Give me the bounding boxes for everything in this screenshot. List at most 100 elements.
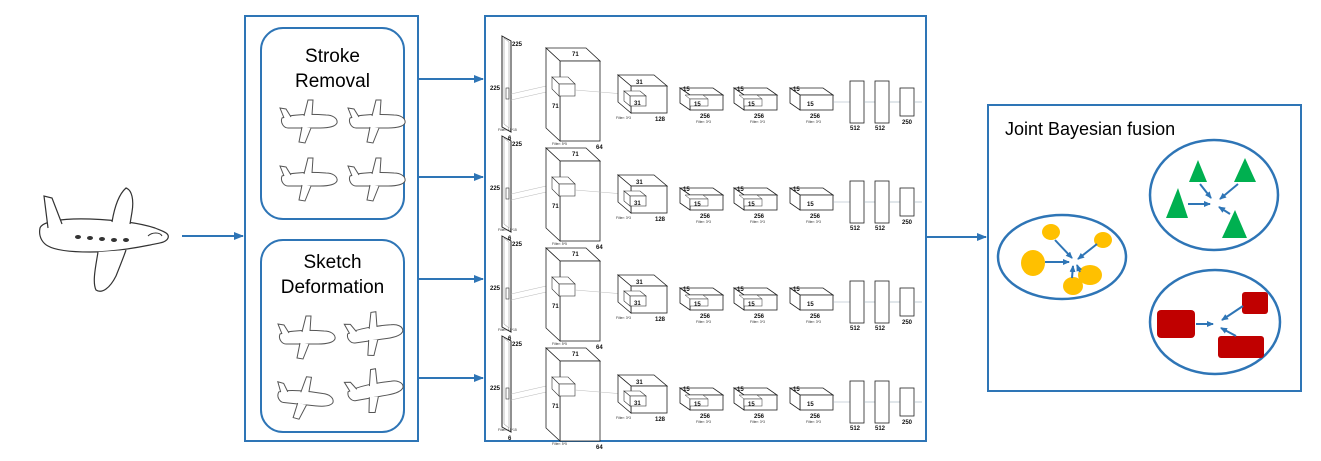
stroke-removal-title-line1: Stroke xyxy=(305,46,360,67)
conv4-size-inner-label: 15 xyxy=(748,202,755,208)
filter-label: Filter: 3*3 xyxy=(616,316,631,320)
conv3-size-inner-label: 15 xyxy=(694,402,701,408)
input-depth-label: 6 xyxy=(508,436,512,442)
input-depth-label: 6 xyxy=(508,236,512,242)
conv1-size-label: 71 xyxy=(572,252,579,258)
conv5-depth-label: 256 xyxy=(810,414,821,420)
conv4-depth-label: 256 xyxy=(754,114,765,120)
filter-label: Filter: 3*3 xyxy=(806,220,821,224)
cnn-row-1: 225 225 6 Filter: 15*15 71 71 64 Filter:… xyxy=(490,35,922,151)
conv2-depth-label: 128 xyxy=(655,217,666,223)
filter-label: Filter: 3*3 xyxy=(806,120,821,124)
conv4-depth-label: 256 xyxy=(754,414,765,420)
yellow-cluster-points xyxy=(1021,224,1112,295)
conv1-size-side-label: 71 xyxy=(552,204,559,210)
cnn-row-graphic: 225 225 6 Filter: 15*15 71 71 64 Filter:… xyxy=(490,35,922,151)
filter-label: Filter: 15*15 xyxy=(498,128,517,132)
filter-label: Filter: 3*3 xyxy=(696,420,711,424)
filter-label: Filter: 3*3 xyxy=(696,220,711,224)
conv5-size-inner-label: 15 xyxy=(807,102,814,108)
filter-label: Filter: 5*5 xyxy=(552,142,567,146)
fc7-label: 512 xyxy=(875,426,886,432)
conv3-depth-label: 256 xyxy=(700,314,711,320)
conv4-size-inner-label: 15 xyxy=(748,402,755,408)
conv5-depth-label: 256 xyxy=(810,314,821,320)
conv2-size-inner-label: 31 xyxy=(634,201,641,207)
sketch-deformation-title: Sketch Deformation xyxy=(261,250,404,300)
conv5-size-inner-label: 15 xyxy=(807,302,814,308)
filter-label: Filter: 15*15 xyxy=(498,228,517,232)
conv2-depth-label: 128 xyxy=(655,417,666,423)
input-size-side-label: 225 xyxy=(490,86,501,92)
filter-label: Filter: 3*3 xyxy=(696,120,711,124)
input-depth-label: 6 xyxy=(508,336,512,342)
fusion-title: Joint Bayesian fusion xyxy=(1005,119,1176,139)
conv4-size-inner-label: 15 xyxy=(748,302,755,308)
cnn-row-graphic: 225 225 6 Filter: 15*15 71 71 64 Filter:… xyxy=(490,335,922,451)
input-sketch-airplane xyxy=(39,187,169,292)
green-cluster-points xyxy=(1166,158,1256,238)
conv2-size-label: 31 xyxy=(636,280,643,286)
filter-label: Filter: 3*3 xyxy=(696,320,711,324)
conv5-size-inner-label: 15 xyxy=(807,202,814,208)
sketch-deformation-title-line1: Sketch xyxy=(303,252,362,273)
input-size-label: 225 xyxy=(512,342,523,348)
conv1-size-side-label: 71 xyxy=(552,404,559,410)
filter-label: Filter: 3*3 xyxy=(616,416,631,420)
filter-label: Filter: 3*3 xyxy=(616,116,631,120)
input-size-side-label: 225 xyxy=(490,286,501,292)
filter-label: Filter: 3*3 xyxy=(750,320,765,324)
filter-label: Filter: 3*3 xyxy=(750,120,765,124)
conv4-size-label: 15 xyxy=(737,387,744,393)
fc6-label: 512 xyxy=(850,126,861,132)
conv2-size-inner-label: 31 xyxy=(634,301,641,307)
conv5-depth-label: 256 xyxy=(810,214,821,220)
conv3-size-label: 15 xyxy=(683,387,690,393)
fc7-label: 512 xyxy=(875,326,886,332)
cnn-row-2: 225 225 6 Filter: 15*15 71 71 64 Filter:… xyxy=(490,135,922,251)
input-size-label: 225 xyxy=(512,142,523,148)
filter-label: Filter: 3*3 xyxy=(616,216,631,220)
red-cluster-points xyxy=(1157,292,1268,358)
input-depth-label: 6 xyxy=(508,136,512,142)
conv3-size-label: 15 xyxy=(683,287,690,293)
sketch-deformation-title-line2: Deformation xyxy=(280,277,385,298)
fc8-label: 250 xyxy=(902,120,913,126)
conv5-size-label: 15 xyxy=(793,187,800,193)
filter-label: Filter: 3*3 xyxy=(750,420,765,424)
cnn-row-3: 225 225 6 Filter: 15*15 71 71 64 Filter:… xyxy=(490,235,922,351)
conv3-size-label: 15 xyxy=(683,187,690,193)
filter-label: Filter: 5*5 xyxy=(552,442,567,446)
conv1-depth-label: 64 xyxy=(596,145,603,151)
yellow-cluster-ellipse xyxy=(996,213,1128,301)
conv4-depth-label: 256 xyxy=(754,214,765,220)
green-cluster-ellipse xyxy=(1148,138,1280,252)
conv3-depth-label: 256 xyxy=(700,414,711,420)
filter-label: Filter: 5*5 xyxy=(552,242,567,246)
conv2-size-inner-label: 31 xyxy=(634,401,641,407)
conv1-size-side-label: 71 xyxy=(552,104,559,110)
stroke-removal-title-line2: Removal xyxy=(295,71,370,92)
fc8-label: 250 xyxy=(902,420,913,426)
conv1-size-side-label: 71 xyxy=(552,304,559,310)
conv5-depth-label: 256 xyxy=(810,114,821,120)
conv1-depth-label: 64 xyxy=(596,445,603,451)
conv4-size-label: 15 xyxy=(737,287,744,293)
conv3-depth-label: 256 xyxy=(700,114,711,120)
conv1-size-label: 71 xyxy=(572,52,579,58)
conv4-depth-label: 256 xyxy=(754,314,765,320)
cnn-row-graphic: 225 225 6 Filter: 15*15 71 71 64 Filter:… xyxy=(490,235,922,351)
conv4-size-inner-label: 15 xyxy=(748,102,755,108)
input-size-side-label: 225 xyxy=(490,386,501,392)
conv1-size-label: 71 xyxy=(572,352,579,358)
conv3-depth-label: 256 xyxy=(700,214,711,220)
filter-label: Filter: 15*15 xyxy=(498,328,517,332)
cnn-row-graphic: 225 225 6 Filter: 15*15 71 71 64 Filter:… xyxy=(490,135,922,251)
fc6-label: 512 xyxy=(850,326,861,332)
conv5-size-label: 15 xyxy=(793,287,800,293)
filter-label: Filter: 15*15 xyxy=(498,428,517,432)
filter-label: Filter: 3*3 xyxy=(806,320,821,324)
filter-label: Filter: 5*5 xyxy=(552,342,567,346)
conv3-size-inner-label: 15 xyxy=(694,102,701,108)
input-size-side-label: 225 xyxy=(490,186,501,192)
